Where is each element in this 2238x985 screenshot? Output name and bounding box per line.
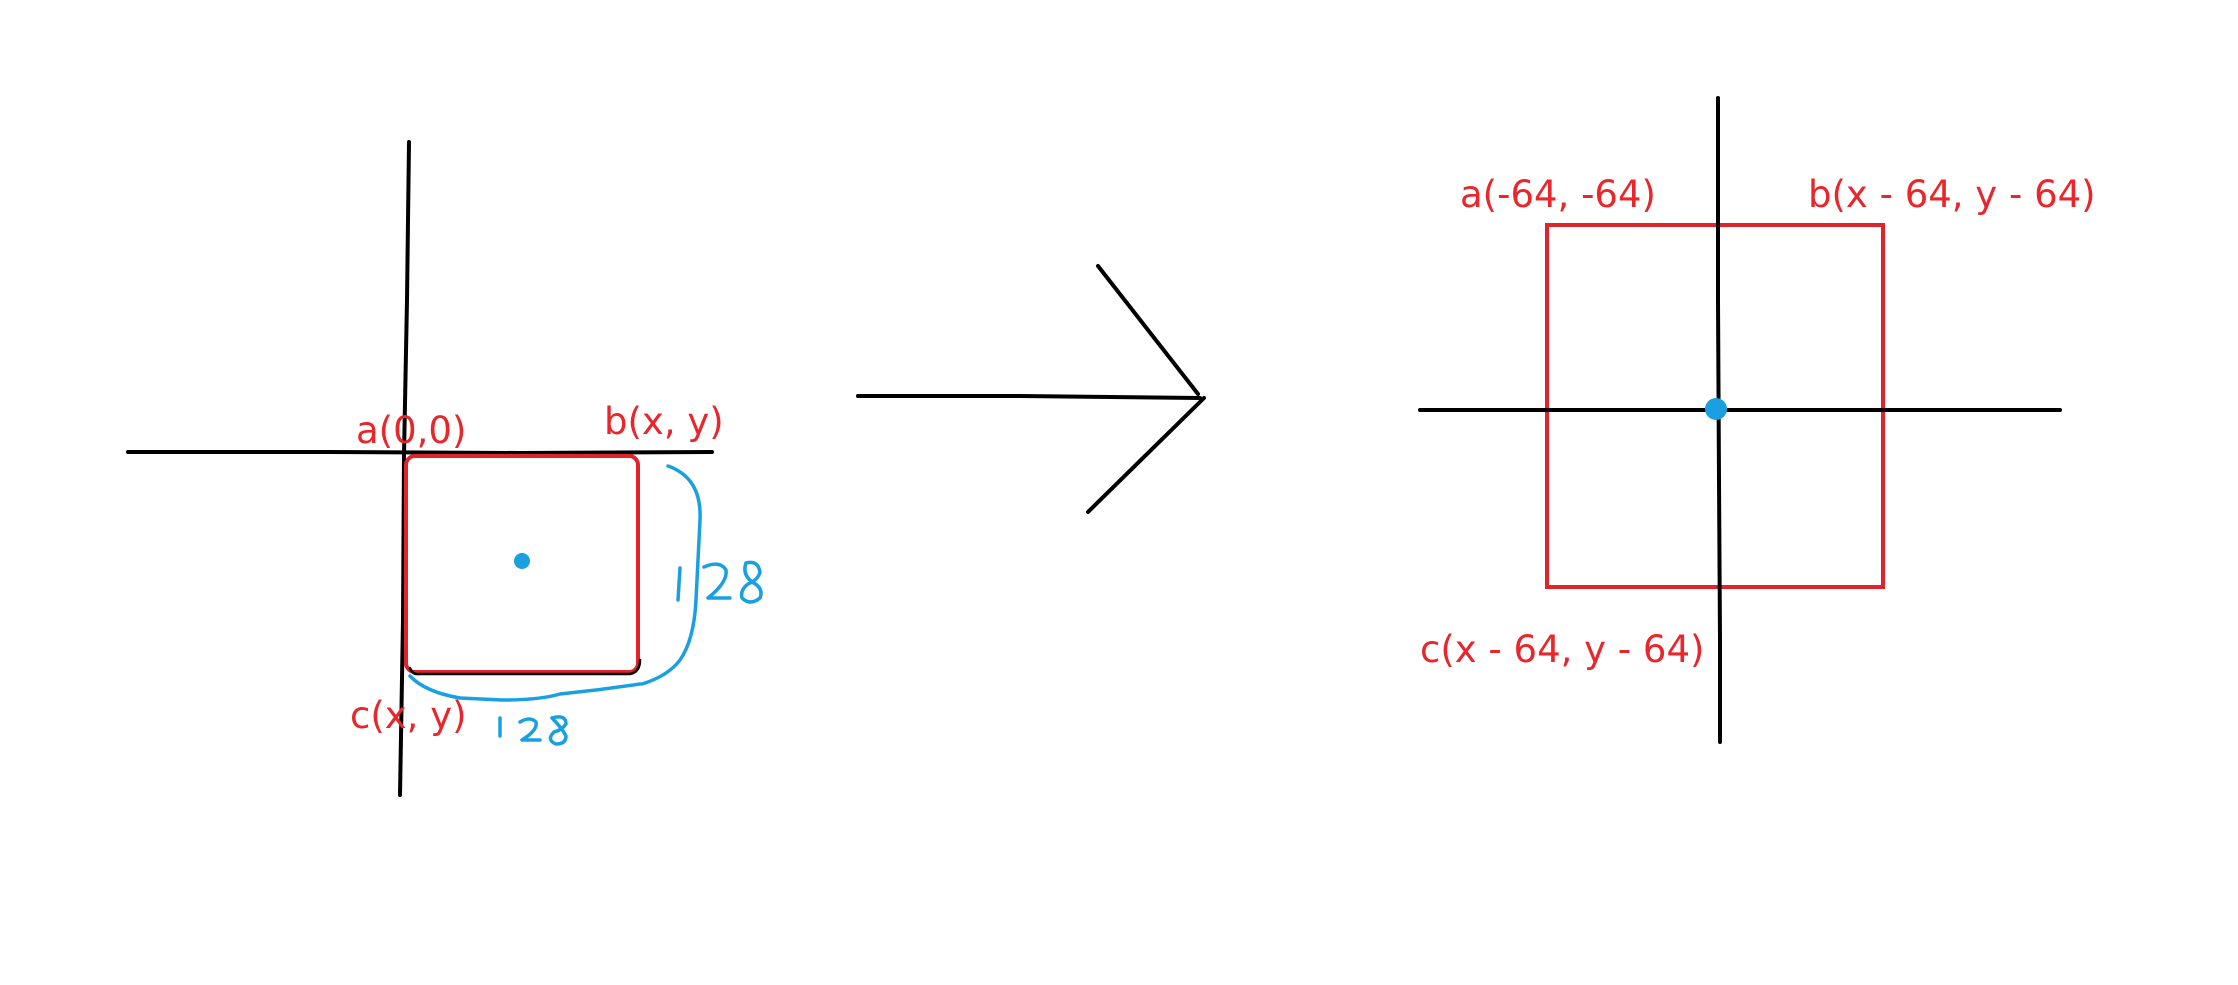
before-diagram: a(0,0) b(x, y) c(x, y) (126, 140, 763, 797)
transform-arrow (856, 264, 1206, 514)
before-height-brace (640, 464, 702, 686)
arrow-head-upper (1096, 264, 1200, 396)
before-center-point (514, 553, 530, 569)
before-width-note-drawing (498, 715, 568, 746)
before-height-note-drawing (676, 560, 763, 604)
before-width-brace (408, 674, 642, 702)
before-corner-a-label: a(0,0) (356, 409, 466, 452)
after-corner-a-label: a(-64, -64) (1460, 173, 1656, 216)
after-center-point (1705, 398, 1727, 420)
after-square (1545, 223, 1885, 589)
before-corner-c-label: c(x, y) (350, 694, 467, 737)
arrow-shaft (856, 394, 1202, 400)
before-vertical-axis (398, 140, 411, 797)
before-corner-b-label: b(x, y) (604, 400, 724, 443)
after-corner-b-label: b(x - 64, y - 64) (1808, 173, 2096, 216)
before-horizontal-axis (126, 450, 714, 455)
after-corner-c-label: c(x - 64, y - 64) (1420, 628, 1704, 671)
after-vertical-axis (1716, 96, 1722, 744)
arrow-head-lower (1086, 396, 1206, 514)
before-square-shadow-edge (408, 658, 642, 676)
before-square (404, 454, 640, 674)
after-diagram: a(-64, -64) b(x - 64, y - 64) c(x - 64, … (1418, 96, 2096, 744)
